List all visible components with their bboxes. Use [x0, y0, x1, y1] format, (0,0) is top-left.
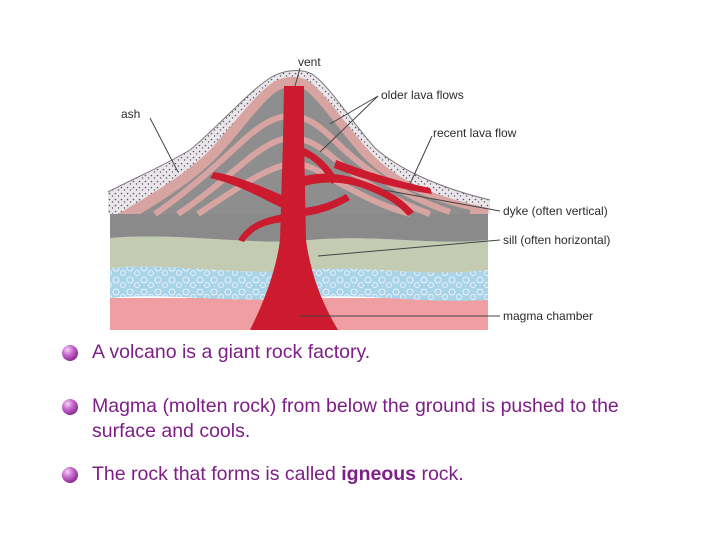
label-vent: vent — [298, 55, 321, 69]
bullet-icon — [62, 345, 78, 361]
label-sill: sill (often horizontal) — [503, 233, 610, 247]
bullet-text-1: A volcano is a giant rock factory. — [92, 341, 371, 363]
bullet-item-1: A volcano is a giant rock factory. — [62, 340, 370, 365]
label-magma-chamber: magma chamber — [503, 309, 593, 323]
bullet-text-3-post: rock. — [416, 463, 464, 485]
bullet-icon — [62, 467, 78, 483]
dykes — [210, 148, 414, 242]
label-ash: ash — [121, 107, 140, 121]
bullet-item-2: Magma (molten rock) from below the groun… — [62, 394, 652, 444]
label-older-lava-flows: older lava flows — [381, 88, 464, 102]
bullet-icon — [62, 399, 78, 415]
bullet-text-3-bold: igneous — [341, 463, 417, 485]
bullet-item-3: The rock that forms is called igneous ro… — [62, 462, 464, 487]
recent-lava-flow — [334, 160, 432, 194]
leader-lines — [149, 67, 501, 317]
bullet-text-3-pre: The rock that forms is called — [92, 463, 342, 485]
magma-conduit — [250, 86, 338, 330]
label-recent-lava-flow: recent lava flow — [433, 126, 517, 140]
volcano-diagram: vent ash older lava flows recent lava fl… — [107, 55, 610, 330]
bullet-text-2: Magma (molten rock) from below the groun… — [92, 395, 619, 442]
label-dyke: dyke (often vertical) — [503, 204, 608, 218]
cone-outline — [107, 70, 491, 201]
